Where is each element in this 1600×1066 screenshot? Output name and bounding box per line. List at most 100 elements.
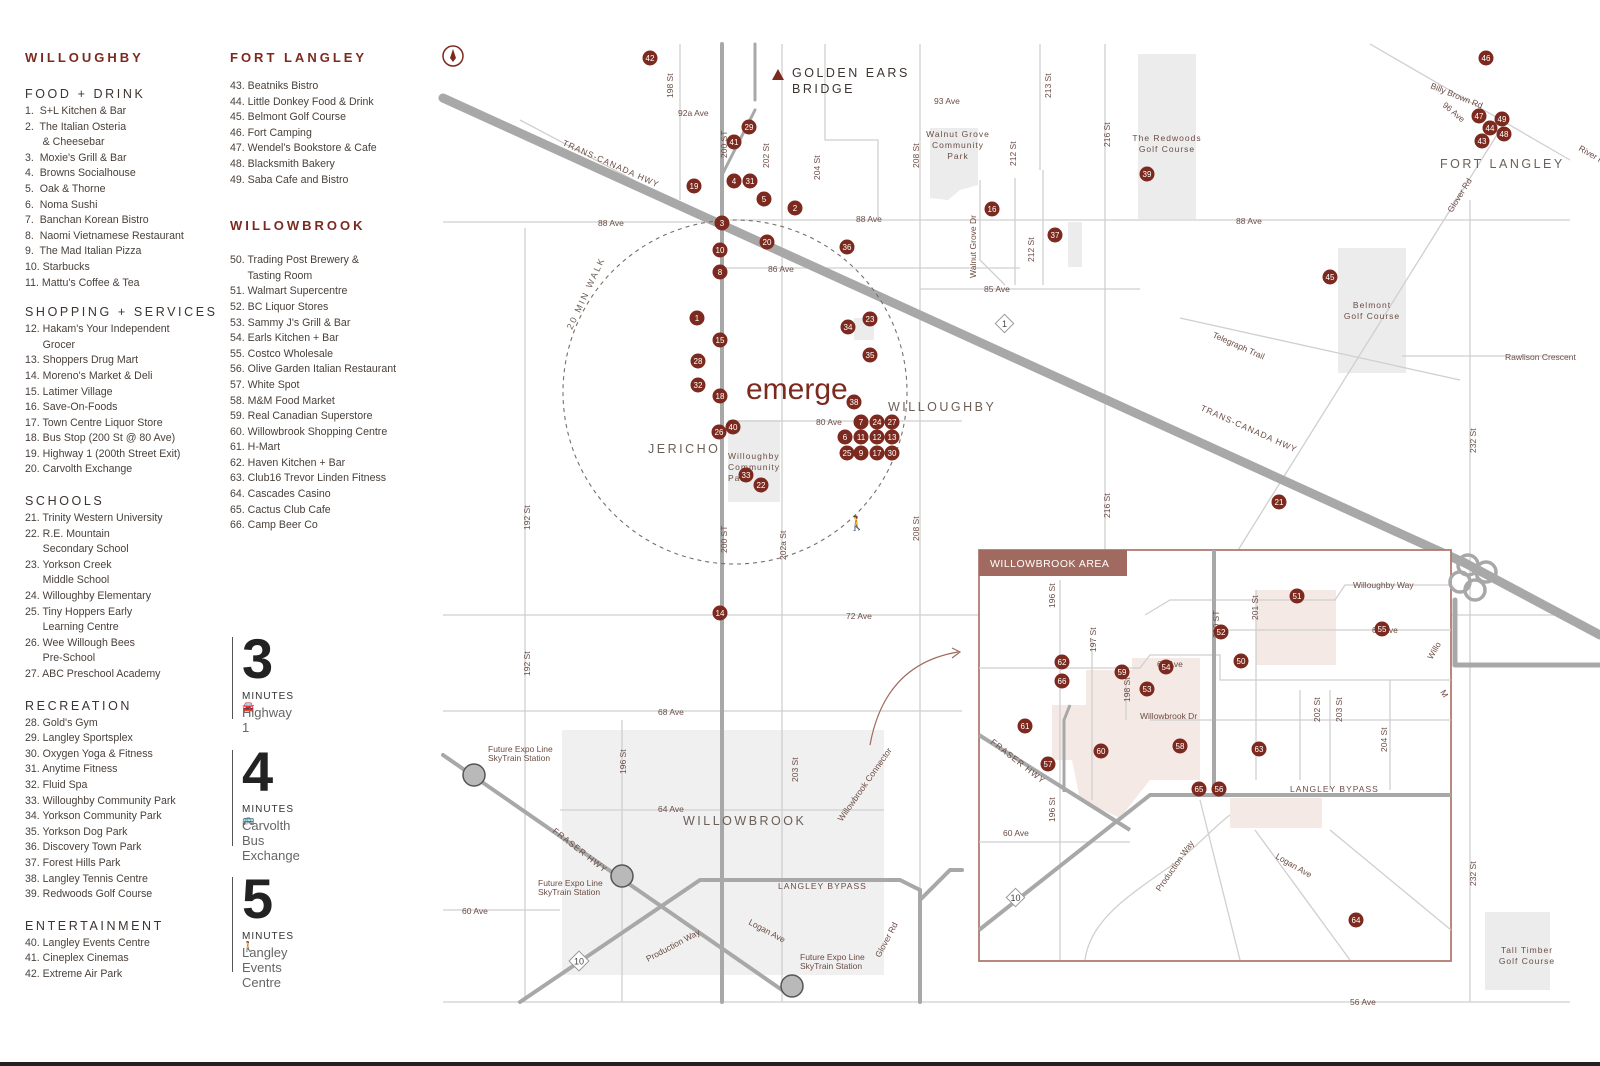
place-marker-29[interactable]: 29: [741, 119, 757, 135]
place-marker-25[interactable]: 25: [839, 445, 855, 461]
place-marker-8[interactable]: 8: [712, 264, 728, 280]
place-marker-50[interactable]: 50: [1233, 653, 1249, 669]
marker-number: 52: [1217, 628, 1226, 637]
place-marker-27[interactable]: 27: [884, 414, 900, 430]
place-marker-30[interactable]: 30: [884, 445, 900, 461]
svg-text:Golf Course: Golf Course: [1499, 956, 1555, 966]
place-marker-45[interactable]: 45: [1322, 269, 1338, 285]
marker-number: 9: [859, 449, 864, 458]
place-marker-64[interactable]: 64: [1348, 912, 1364, 928]
place-marker-41[interactable]: 41: [726, 134, 742, 150]
place-marker-53[interactable]: 53: [1139, 681, 1155, 697]
svg-text:88 Ave: 88 Ave: [598, 218, 624, 228]
place-marker-6[interactable]: 6: [837, 429, 853, 445]
place-marker-18[interactable]: 18: [712, 388, 728, 404]
legend-item: 59. Real Canadian Superstore: [230, 410, 373, 423]
place-marker-56[interactable]: 56: [1211, 781, 1227, 797]
place-marker-28[interactable]: 28: [690, 353, 706, 369]
place-marker-5[interactable]: 5: [756, 191, 772, 207]
svg-text:92a Ave: 92a Ave: [678, 108, 709, 118]
place-marker-40[interactable]: 40: [725, 419, 741, 435]
place-marker-63[interactable]: 63: [1251, 741, 1267, 757]
place-marker-36[interactable]: 36: [839, 239, 855, 255]
legend-item: 46. Fort Camping: [230, 126, 312, 139]
place-marker-10[interactable]: 10: [712, 242, 728, 258]
place-marker-26[interactable]: 26: [711, 424, 727, 440]
svg-text:M: M: [1438, 688, 1450, 699]
svg-text:Golf Course: Golf Course: [1139, 144, 1195, 154]
place-marker-62[interactable]: 62: [1054, 654, 1070, 670]
place-marker-12[interactable]: 12: [869, 429, 885, 445]
place-marker-32[interactable]: 32: [690, 377, 706, 393]
place-marker-19[interactable]: 19: [686, 178, 702, 194]
place-marker-1[interactable]: 1: [689, 310, 705, 326]
place-marker-51[interactable]: 51: [1289, 588, 1305, 604]
place-marker-33[interactable]: 33: [738, 467, 754, 483]
legend-item: 64. Cascades Casino: [230, 488, 331, 501]
place-marker-24[interactable]: 24: [869, 414, 885, 430]
place-marker-34[interactable]: 34: [840, 319, 856, 335]
place-marker-60[interactable]: 60: [1093, 743, 1109, 759]
place-marker-66[interactable]: 66: [1054, 673, 1070, 689]
place-marker-15[interactable]: 15: [712, 332, 728, 348]
marker-number: 30: [888, 449, 897, 458]
marker-dot: [1017, 718, 1033, 734]
hwy-label: 1: [1002, 319, 1007, 329]
place-marker-21[interactable]: 21: [1271, 494, 1287, 510]
place-marker-17[interactable]: 17: [869, 445, 885, 461]
svg-text:Future Expo Line: Future Expo Line: [488, 744, 553, 754]
place-marker-59[interactable]: 59: [1114, 664, 1130, 680]
place-marker-57[interactable]: 57: [1040, 756, 1056, 772]
marker-number: 16: [988, 205, 997, 214]
place-marker-13[interactable]: 13: [884, 429, 900, 445]
marker-number: 31: [746, 177, 755, 186]
marker-dot: [1474, 133, 1490, 149]
marker-number: 47: [1475, 112, 1484, 121]
travel-time-desc: Highway 1: [242, 705, 292, 735]
marker-number: 45: [1326, 273, 1335, 282]
place-marker-31[interactable]: 31: [742, 173, 758, 189]
marker-number: 24: [873, 418, 882, 427]
svg-text:Future Expo Line: Future Expo Line: [538, 878, 603, 888]
marker-dot: [690, 377, 706, 393]
place-marker-37[interactable]: 37: [1047, 227, 1063, 243]
place-marker-65[interactable]: 65: [1191, 781, 1207, 797]
place-marker-2[interactable]: 2: [787, 200, 803, 216]
place-marker-11[interactable]: 11: [853, 429, 869, 445]
place-marker-35[interactable]: 35: [862, 347, 878, 363]
place-marker-9[interactable]: 9: [853, 445, 869, 461]
place-marker-14[interactable]: 14: [712, 605, 728, 621]
marker-dot: [712, 605, 728, 621]
svg-text:The Redwoods: The Redwoods: [1132, 133, 1201, 143]
place-marker-7[interactable]: 7: [853, 414, 869, 430]
place-marker-52[interactable]: 52: [1213, 624, 1229, 640]
place-marker-4[interactable]: 4: [726, 173, 742, 189]
place-marker-16[interactable]: 16: [984, 201, 1000, 217]
place-marker-47[interactable]: 47: [1471, 108, 1487, 124]
place-marker-22[interactable]: 22: [753, 477, 769, 493]
place-marker-42[interactable]: 42: [642, 50, 658, 66]
marker-number: 36: [843, 243, 852, 252]
place-marker-43[interactable]: 43: [1474, 133, 1490, 149]
svg-text:197 St: 197 St: [1088, 627, 1098, 652]
place-marker-38[interactable]: 38: [846, 394, 862, 410]
place-marker-3[interactable]: 3: [714, 215, 730, 231]
marker-dot: [1494, 111, 1510, 127]
marker-dot: [742, 173, 758, 189]
marker-dot: [642, 50, 658, 66]
place-marker-49[interactable]: 49: [1494, 111, 1510, 127]
svg-text:Tall Timber: Tall Timber: [1501, 945, 1553, 955]
legend-item: 1. S+L Kitchen & Bar: [25, 105, 127, 117]
place-marker-23[interactable]: 23: [862, 311, 878, 327]
place-marker-61[interactable]: 61: [1017, 718, 1033, 734]
place-marker-39[interactable]: 39: [1139, 166, 1155, 182]
place-marker-46[interactable]: 46: [1478, 50, 1494, 66]
place-marker-44[interactable]: 44: [1482, 120, 1498, 136]
place-marker-58[interactable]: 58: [1172, 738, 1188, 754]
place-marker-48[interactable]: 48: [1496, 126, 1512, 142]
place-marker-54[interactable]: 54: [1158, 659, 1174, 675]
place-marker-55[interactable]: 55: [1374, 621, 1390, 637]
place-marker-20[interactable]: 20: [759, 234, 775, 250]
